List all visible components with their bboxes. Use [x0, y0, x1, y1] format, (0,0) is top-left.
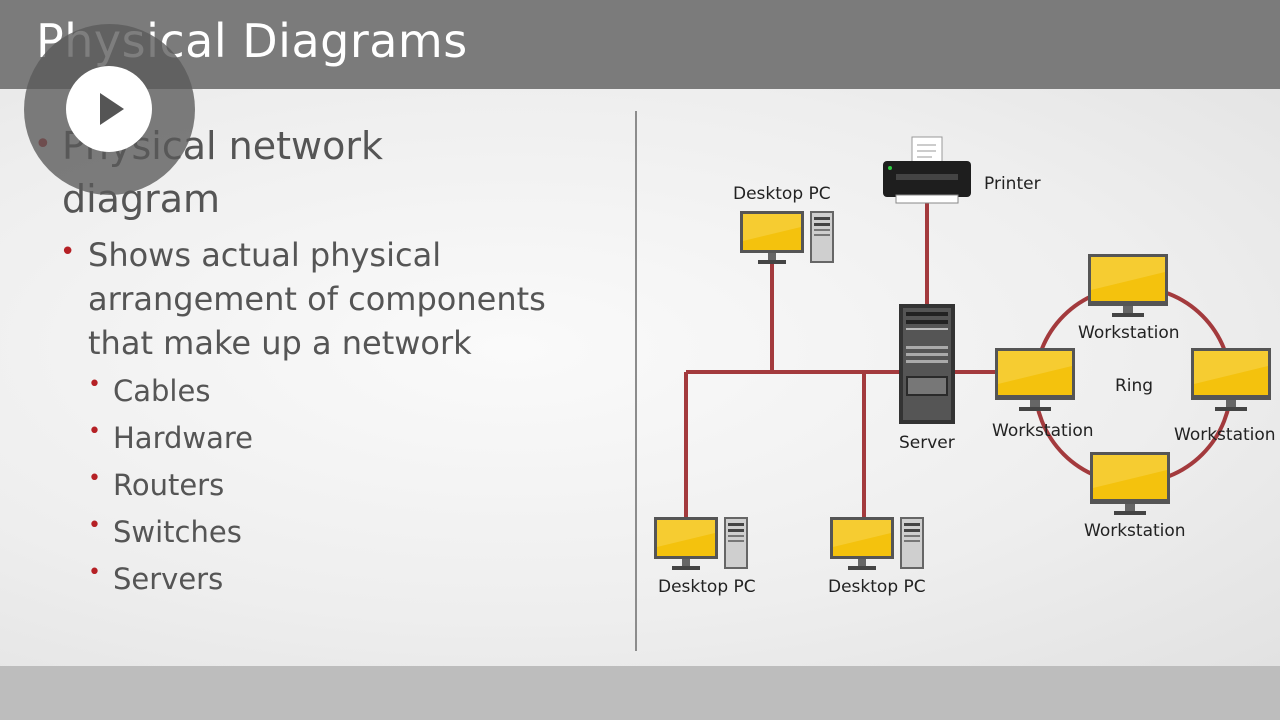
bullet-level2-line1: Shows actual physical	[88, 236, 442, 274]
desktop-pc-top	[740, 211, 834, 264]
server-label: Server	[899, 433, 955, 453]
bullet-level2-line2: arrangement of components	[88, 280, 546, 318]
list-item: Switches	[113, 515, 242, 549]
list-item: Servers	[113, 562, 224, 596]
workstation-label: Workstation	[1078, 323, 1180, 343]
list-item: Cables	[113, 374, 211, 408]
bullet-dot: •	[88, 513, 101, 538]
column-divider	[635, 111, 637, 651]
play-icon	[100, 93, 124, 125]
bullet-dot: •	[88, 372, 101, 397]
bullet-dot: •	[88, 419, 101, 444]
bullet-level2-line3: that make up a network	[88, 324, 472, 362]
workstation-top	[1088, 254, 1168, 317]
title-bar: Physical Diagrams	[0, 0, 1280, 89]
player-bottom-bar	[0, 666, 1280, 720]
play-button[interactable]	[24, 24, 195, 195]
workstation-right	[1191, 348, 1271, 411]
desktop-pc-bottom-left	[654, 517, 748, 570]
server-icon	[899, 304, 955, 424]
bullet-dot: •	[88, 560, 101, 585]
workstation-label: Workstation	[1174, 425, 1276, 445]
printer-label: Printer	[984, 174, 1041, 194]
desktop-pc-label: Desktop PC	[828, 577, 926, 597]
play-icon-circle	[66, 66, 152, 152]
list-item: Hardware	[113, 421, 254, 455]
desktop-pc-bottom-middle	[830, 517, 924, 570]
ring-label: Ring	[1115, 376, 1153, 396]
desktop-pc-label: Desktop PC	[733, 184, 831, 204]
desktop-pc-label: Desktop PC	[658, 577, 756, 597]
workstation-left	[995, 348, 1075, 411]
workstation-label: Workstation	[1084, 521, 1186, 541]
list-item: Routers	[113, 468, 225, 502]
workstation-label: Workstation	[992, 421, 1094, 441]
bullet-dot: •	[60, 237, 76, 267]
bullet-dot: •	[88, 466, 101, 491]
workstation-bottom	[1090, 452, 1170, 515]
printer-icon	[883, 136, 971, 204]
